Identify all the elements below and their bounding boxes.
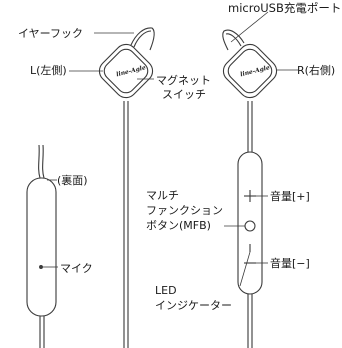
leader-lines	[42, 11, 298, 287]
remote-control	[237, 151, 263, 295]
mic-hole	[39, 265, 43, 269]
label-micro-usb-port: microUSB充電ポート	[228, 1, 342, 15]
mfb-button	[244, 220, 256, 232]
left-earpiece	[98, 27, 155, 348]
label-volume-down: 音量[−]	[270, 257, 310, 270]
right-logo: line-Agle	[240, 64, 271, 78]
left-cable	[123, 101, 129, 348]
label-right: R(右側)	[297, 64, 336, 77]
label-left: L(左側)	[30, 64, 67, 77]
label-volume-up: 音量[+]	[270, 190, 310, 203]
label-magnet-switch-1: マグネット	[156, 74, 211, 87]
label-multi-function-1: マルチ	[146, 189, 179, 202]
left-ear-hook	[130, 27, 155, 51]
label-back-side: (裏面)	[57, 174, 88, 187]
remote-back-side	[26, 144, 57, 348]
label-ear-hook: イヤーフック	[18, 27, 84, 40]
left-earpiece-body	[98, 43, 154, 99]
label-mic: マイク	[60, 262, 93, 275]
label-magnet-switch-2: スイッチ	[162, 88, 206, 101]
label-led-1: LED	[155, 284, 177, 297]
right-cable	[247, 101, 253, 348]
right-earpiece-body	[222, 43, 278, 99]
label-multi-function-2: ファンクション	[146, 204, 223, 217]
label-led-2: インジケーター	[155, 299, 232, 312]
left-logo: line-Agle	[116, 64, 147, 78]
label-multi-function-3: ボタン(MFB)	[146, 219, 211, 232]
